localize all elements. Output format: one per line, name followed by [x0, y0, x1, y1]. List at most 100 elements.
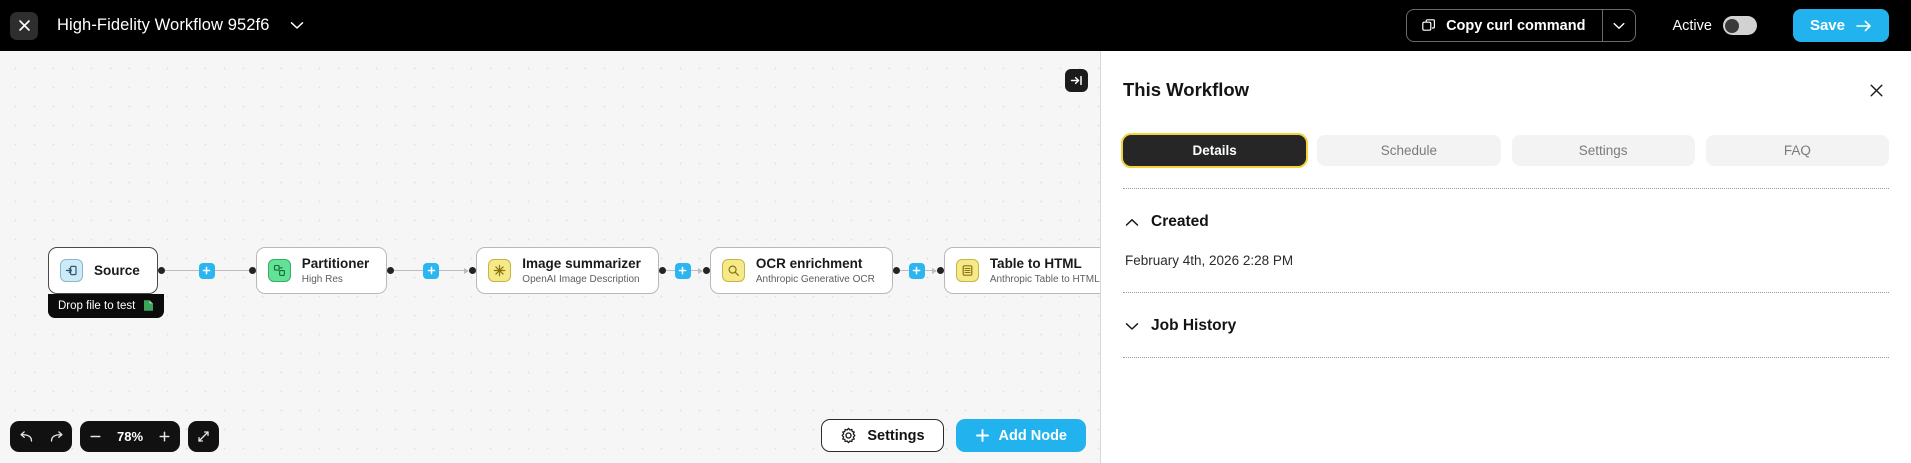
fit-view-controls: [188, 421, 219, 452]
page-title: High-Fidelity Workflow 952f6: [57, 16, 270, 34]
tab-faq[interactable]: FAQ: [1705, 135, 1889, 166]
connector-dot: [157, 267, 165, 274]
copy-curl-group: Copy curl command: [1406, 9, 1637, 42]
connector-dot: [248, 267, 256, 274]
node-subtitle: OpenAI Image Description: [522, 273, 640, 285]
partitioner-icon: [267, 259, 291, 282]
zoom-out-button[interactable]: [80, 421, 111, 452]
connector-wire: [214, 269, 249, 272]
history-controls: [10, 421, 72, 452]
connector-2: [387, 247, 477, 294]
section-divider: [1123, 357, 1889, 358]
fit-view-icon: [198, 431, 209, 442]
section-divider: [1123, 188, 1889, 189]
workflow-details-panel: This Workflow Details Schedule Settings …: [1100, 51, 1911, 463]
section-job-history-header[interactable]: Job History: [1123, 293, 1889, 357]
redo-icon: [50, 430, 63, 442]
fit-view-button[interactable]: [188, 421, 219, 452]
connector-wire: [690, 269, 698, 272]
source-icon: [60, 259, 83, 282]
node-text: Source: [94, 263, 140, 279]
active-toggle-group: Active: [1672, 16, 1757, 35]
workflow-canvas[interactable]: Source Drop file to test: [0, 51, 1100, 463]
sparkle-icon: [488, 259, 512, 282]
add-node-inline-button[interactable]: [908, 262, 925, 279]
plus-icon: [975, 429, 989, 442]
zoom-level[interactable]: 78%: [116, 429, 144, 444]
top-bar: High-Fidelity Workflow 952f6 Copy curl c…: [0, 0, 1911, 51]
tabs-gap: [1123, 166, 1889, 188]
chevron-down-icon: [290, 22, 303, 29]
node-title: Source: [94, 262, 140, 278]
save-label: Save: [1809, 17, 1845, 34]
close-icon: [1870, 84, 1882, 96]
section-divider: [1123, 292, 1889, 293]
tooltip-label: Drop file to test: [58, 299, 136, 312]
node-subtitle: High Res: [301, 273, 343, 285]
created-date: February 4th, 2026 2:28 PM: [1125, 253, 1294, 268]
connector-wire: [394, 269, 424, 272]
connector-wire: [439, 269, 465, 272]
active-label: Active: [1672, 17, 1712, 34]
node-title: Partitioner: [301, 255, 370, 271]
node-text: OCR enrichment Anthropic Generative OCR: [756, 256, 875, 285]
collapse-panel-button[interactable]: [1065, 69, 1088, 92]
minus-icon: [90, 435, 101, 438]
section-title: Job History: [1151, 317, 1237, 334]
add-node-inline-button[interactable]: [674, 262, 691, 279]
node-partitioner[interactable]: Partitioner High Res: [255, 247, 388, 294]
tab-details[interactable]: Details: [1123, 135, 1307, 166]
add-node-button[interactable]: Add Node: [955, 419, 1086, 452]
drop-file-tooltip[interactable]: Drop file to test: [48, 294, 165, 318]
plus-icon: [912, 266, 921, 275]
toggle-knob: [1725, 18, 1740, 33]
add-node-inline-button[interactable]: [198, 262, 215, 279]
node-source[interactable]: Source: [48, 247, 158, 294]
workflow-menu-button[interactable]: [286, 15, 308, 37]
panel-title: This Workflow: [1123, 79, 1250, 100]
redo-button[interactable]: [41, 421, 72, 452]
close-panel-button[interactable]: [1863, 77, 1889, 103]
connector-dot: [892, 267, 900, 274]
node-flow: Source Drop file to test: [48, 247, 1100, 318]
zoom-controls: 78%: [80, 421, 180, 452]
table-icon: [955, 259, 979, 282]
tab-settings[interactable]: Settings: [1511, 135, 1695, 166]
canvas-toolbar-left: 78%: [10, 421, 219, 452]
node-wrapper-source: Source Drop file to test: [48, 247, 165, 318]
connector-1: [157, 247, 256, 294]
section-created-header[interactable]: Created: [1123, 189, 1889, 253]
plus-icon: [427, 266, 436, 275]
plus-icon: [202, 266, 211, 275]
node-text: Table to HTML Anthropic Table to HTML: [990, 256, 1100, 285]
close-workflow-button[interactable]: [10, 11, 38, 40]
connector-dot: [658, 267, 666, 274]
node-text: Image summarizer OpenAI Image Descriptio…: [522, 256, 641, 285]
connector-arrowhead: [464, 267, 470, 274]
zoom-in-button[interactable]: [149, 421, 180, 452]
undo-button[interactable]: [10, 421, 41, 452]
connector-3: [658, 247, 710, 294]
connector-wire: [665, 269, 675, 272]
node-title: OCR enrichment: [755, 255, 863, 271]
gear-icon: [841, 427, 856, 444]
close-icon: [18, 20, 30, 31]
undo-icon: [19, 430, 32, 442]
chevron-up-icon: [1125, 218, 1139, 226]
copy-curl-label: Copy curl command: [1446, 17, 1586, 34]
tab-schedule[interactable]: Schedule: [1317, 135, 1501, 166]
node-ocr-enrichment[interactable]: OCR enrichment Anthropic Generative OCR: [709, 247, 893, 294]
copy-curl-command-button[interactable]: Copy curl command: [1407, 10, 1602, 41]
connector-dot: [936, 267, 944, 274]
active-toggle[interactable]: [1722, 16, 1757, 35]
copy-curl-dropdown-button[interactable]: [1602, 10, 1635, 41]
connector-arrowhead: [931, 267, 937, 274]
connector-dot: [387, 267, 395, 274]
node-table-to-html[interactable]: Table to HTML Anthropic Table to HTML: [943, 247, 1100, 294]
add-node-inline-button[interactable]: [423, 262, 440, 279]
save-button[interactable]: Save: [1792, 9, 1889, 42]
chevron-down-icon: [1125, 322, 1139, 330]
node-image-summarizer[interactable]: Image summarizer OpenAI Image Descriptio…: [476, 247, 659, 294]
settings-button[interactable]: Settings: [821, 419, 944, 452]
connector-wire: [164, 269, 199, 272]
